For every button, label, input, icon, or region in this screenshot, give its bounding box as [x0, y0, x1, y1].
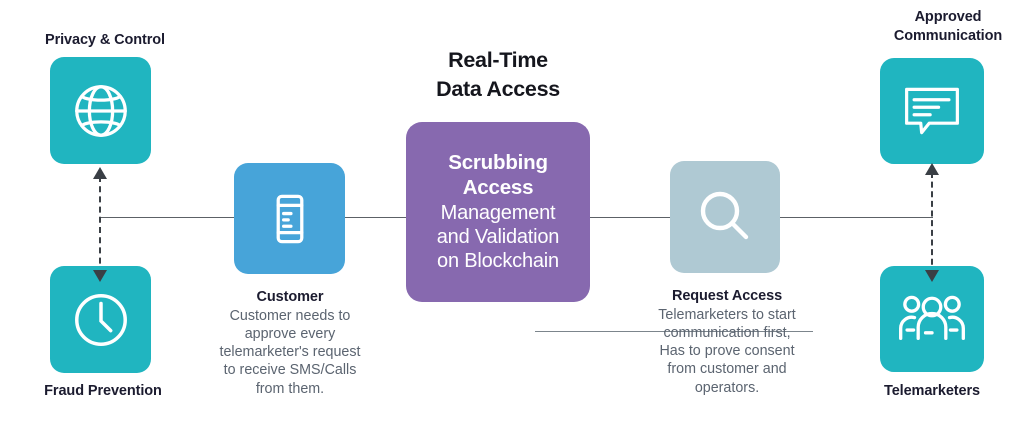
arrowhead-up-right — [925, 163, 939, 175]
node-label-customer: Customer — [256, 289, 324, 305]
connector-line-center-to-request — [582, 217, 682, 218]
connector-line-request-to-telemarketers — [778, 217, 933, 218]
customer-desc-line-1: Customer needs to — [229, 307, 351, 324]
clock-icon — [70, 289, 132, 351]
connector-line-privacy-to-customer — [100, 217, 240, 218]
connector-line-customer-to-center — [344, 217, 414, 218]
request-desc-line-2: communication first, — [663, 324, 791, 341]
globe-icon — [70, 80, 132, 142]
node-telemarketers[interactable] — [880, 266, 984, 372]
approved-label-line-2: Communication — [893, 28, 1003, 45]
node-description-request-access: Request Access Telemarketers to start co… — [631, 287, 823, 397]
dashed-connector-left — [99, 176, 101, 284]
node-privacy-control[interactable] — [50, 57, 151, 164]
people-group-icon — [897, 289, 967, 349]
center-bold-line-2: Access — [462, 176, 534, 199]
node-customer[interactable] — [234, 163, 345, 274]
node-label-request-access: Request Access — [671, 288, 783, 304]
center-title-line-1: Real-Time — [448, 48, 548, 72]
arrowhead-down-left — [93, 270, 107, 282]
connector-line-request-access-underline — [535, 331, 813, 332]
speech-bubble-icon — [901, 83, 963, 139]
request-desc-line-3: Has to prove consent — [659, 343, 795, 360]
center-bold-line-1: Scrubbing — [448, 151, 548, 175]
center-line-5: on Blockchain — [437, 249, 559, 272]
arrowhead-down-right — [925, 270, 939, 282]
node-label-fraud-prevention: Fraud Prevention — [44, 383, 162, 399]
dashed-connector-right — [931, 172, 933, 284]
node-approved-communication[interactable] — [880, 58, 984, 164]
center-line-4: and Validation — [436, 225, 560, 248]
node-request-access[interactable] — [670, 161, 780, 273]
customer-desc-line-2: approve every — [244, 325, 336, 342]
customer-desc-line-3: telemarketer's request — [219, 344, 361, 361]
node-scrubbing-access[interactable]: Scrubbing Access Management and Validati… — [406, 122, 590, 302]
request-desc-line-4: from customer and — [667, 361, 787, 378]
node-label-telemarketers: Telemarketers — [884, 383, 980, 399]
customer-desc-line-5: from them. — [255, 380, 325, 397]
node-label-privacy-control: Privacy & Control — [45, 32, 165, 48]
arrowhead-up-left — [93, 167, 107, 179]
customer-desc-line-4: to receive SMS/Calls — [223, 362, 357, 379]
center-title-line-2: Data Access — [436, 77, 560, 102]
node-label-approved-communication: Approved Communication — [872, 8, 1024, 46]
request-desc-line-5: operators. — [694, 379, 760, 396]
center-line-3: Management — [440, 201, 556, 224]
node-description-customer: Customer Customer needs to approve every… — [196, 288, 384, 398]
smartphone-icon — [261, 190, 319, 248]
approved-label-line-1: Approved — [914, 9, 982, 25]
center-title: Real-Time Data Access — [400, 46, 596, 104]
magnifier-icon — [693, 185, 757, 249]
node-fraud-prevention[interactable] — [50, 266, 151, 373]
request-desc-line-1: Telemarketers to start — [658, 306, 796, 323]
